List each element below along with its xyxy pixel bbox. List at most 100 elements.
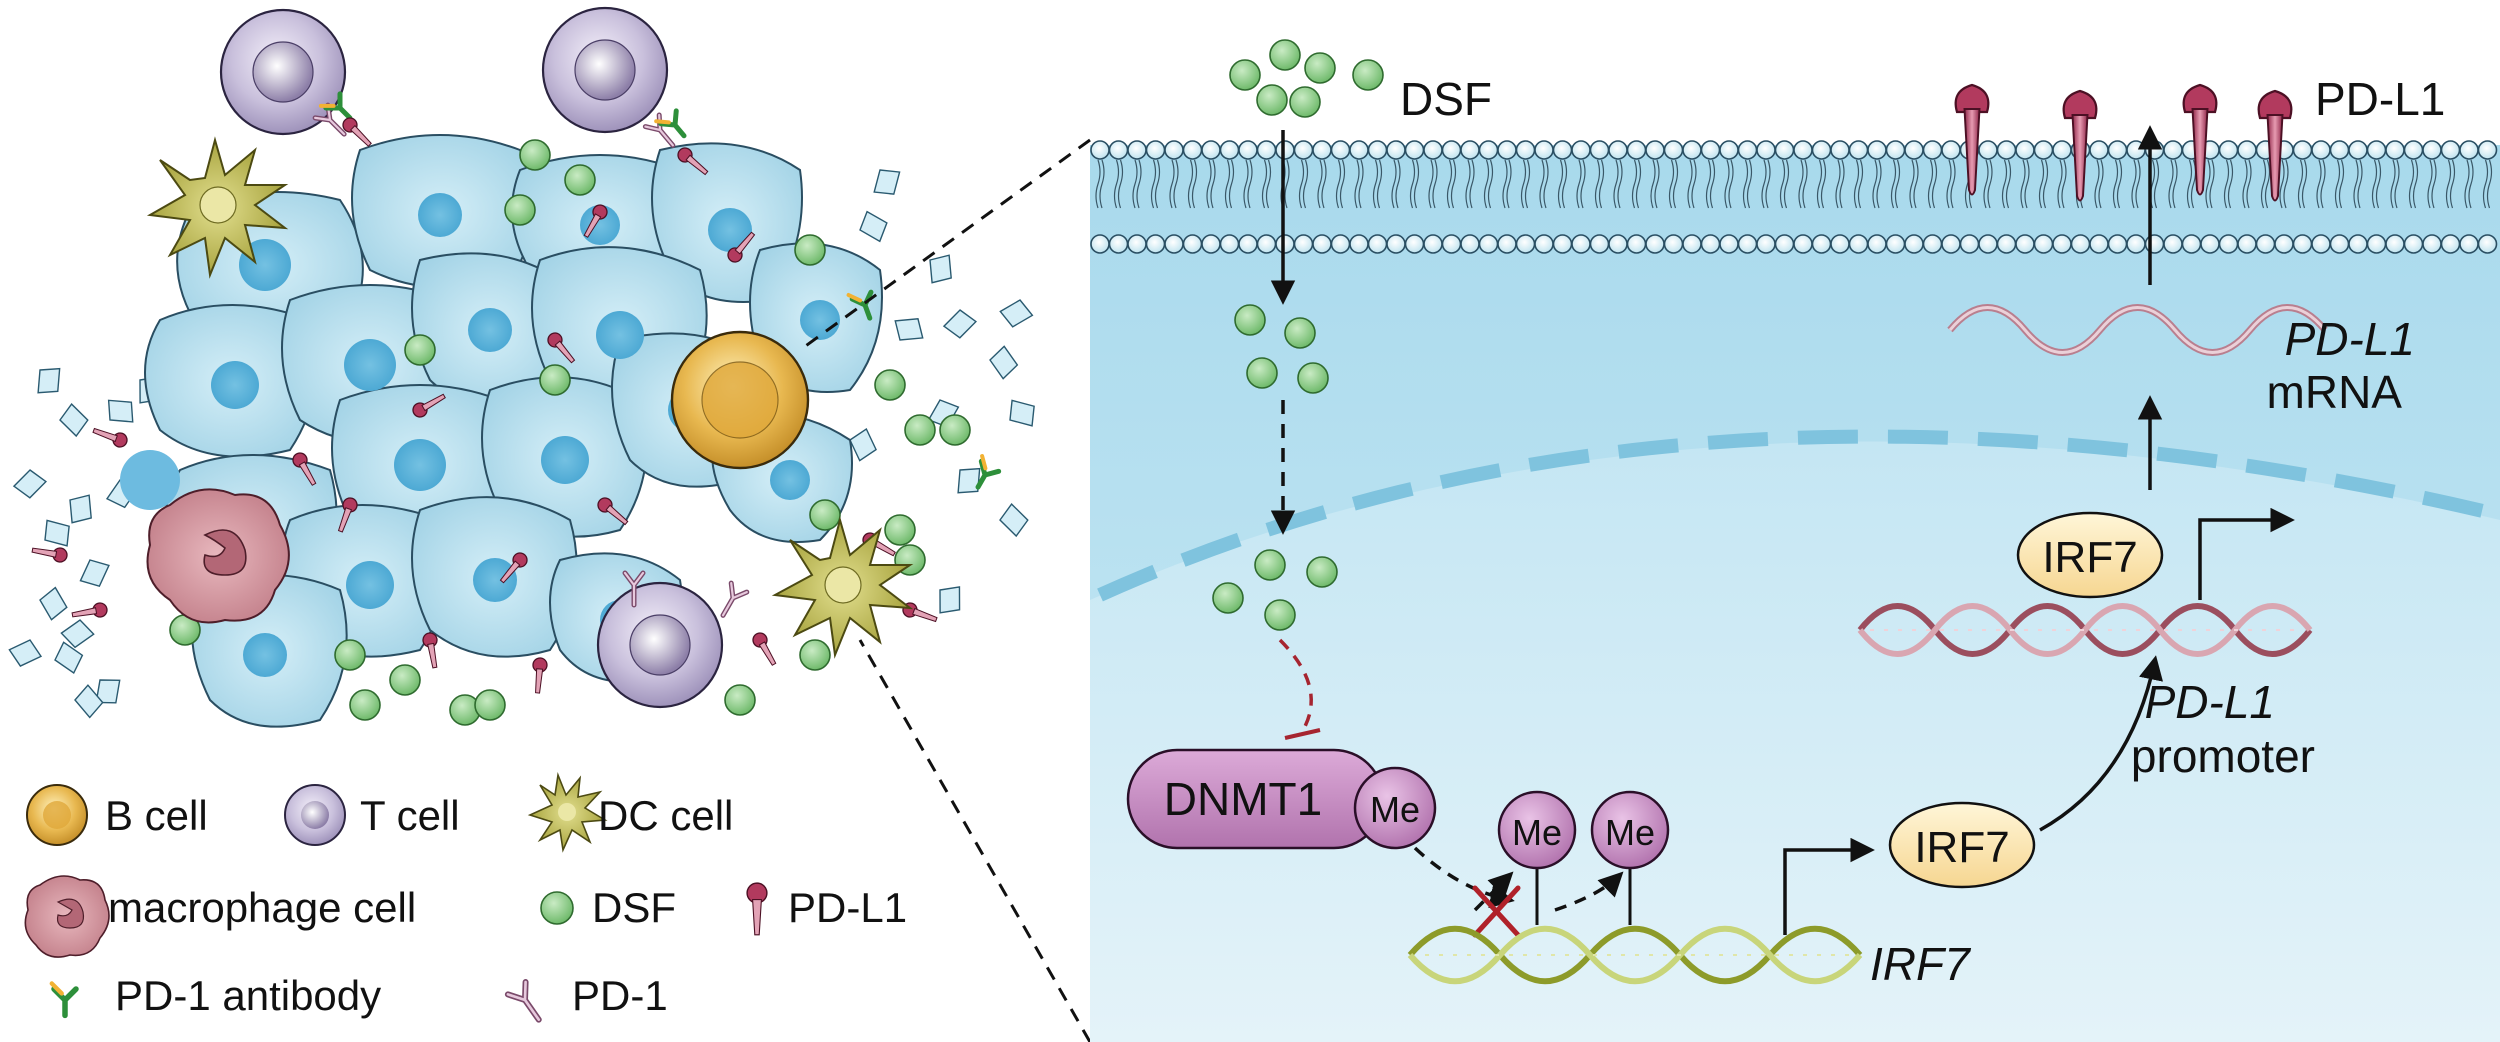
lipid-head-outer bbox=[1145, 140, 1166, 160]
lipid-tail bbox=[1187, 159, 1198, 209]
lipid-head-inner bbox=[2237, 234, 2257, 254]
lipid-head-inner bbox=[1552, 234, 1573, 254]
lipid-head-inner bbox=[2033, 234, 2054, 254]
dnmt1-complex: DNMT1 Me bbox=[1126, 748, 1437, 850]
lipid-head-outer bbox=[1626, 140, 1647, 160]
dsf-inhibition-bar bbox=[1284, 728, 1321, 740]
lipid-tail bbox=[2353, 159, 2363, 209]
lipid-tail bbox=[1594, 159, 1605, 209]
lipid-head-inner bbox=[2107, 234, 2128, 254]
lipid-head-inner bbox=[1978, 234, 1998, 254]
legend-pdl1-label: PD-L1 bbox=[788, 884, 907, 931]
lipid-head-outer bbox=[1219, 140, 1240, 160]
legend-b-cell: B cell bbox=[26, 784, 208, 846]
lipid-head-outer bbox=[1867, 140, 1887, 160]
mrna-label: PD-L1 mRNA bbox=[2267, 313, 2415, 418]
lipid-head-outer bbox=[1090, 140, 1110, 160]
irf7-protein-upper-label: IRF7 bbox=[2042, 533, 2137, 582]
lipid-tail bbox=[2464, 159, 2474, 209]
lipid-tail bbox=[1483, 159, 1494, 209]
lipid-head-outer bbox=[1608, 140, 1628, 160]
lipid-head-outer bbox=[1848, 140, 1869, 160]
lipid-head-inner bbox=[1959, 234, 1980, 254]
methylation-arrow-1 bbox=[1473, 871, 1514, 912]
lipid-tail bbox=[1927, 159, 1938, 209]
lipid-head-inner bbox=[2440, 234, 2461, 254]
lipid-head-outer bbox=[2311, 140, 2331, 160]
legend-pd1-antibody-label: PD-1 antibody bbox=[115, 972, 381, 1019]
lipid-head-inner bbox=[1423, 234, 1443, 254]
lipid-head-outer bbox=[1663, 140, 1684, 160]
lipid-head-inner bbox=[2274, 234, 2294, 254]
lipid-head-inner bbox=[2422, 234, 2442, 254]
lipid-head-outer bbox=[1830, 140, 1850, 160]
irf7-to-promoter-arrow bbox=[2039, 655, 2163, 832]
lipid-tail bbox=[2131, 159, 2141, 209]
lipid-head-outer bbox=[1885, 140, 1906, 160]
lipid-head-inner bbox=[1145, 234, 1166, 254]
lipid-head-outer bbox=[1478, 140, 1499, 160]
promoter-gene-label: PD-L1 bbox=[2145, 676, 2275, 728]
legend-pd1-label: PD-1 bbox=[572, 972, 668, 1019]
lipid-tail bbox=[2020, 159, 2030, 209]
lipid-tail bbox=[2223, 159, 2234, 209]
lipid-head-inner bbox=[1996, 234, 2017, 254]
lipid-head-inner bbox=[1330, 234, 1351, 254]
lipid-tail bbox=[1372, 159, 1383, 209]
lipid-head-inner bbox=[2181, 234, 2202, 254]
lipid-head-outer bbox=[2237, 140, 2257, 160]
lipid-head-inner bbox=[1515, 234, 1536, 254]
lipid-head-inner bbox=[1441, 234, 1462, 254]
irf7-gene-label: IRF7 bbox=[1870, 938, 1971, 990]
legend-pd1: PD-1 bbox=[508, 972, 668, 1026]
lipid-tail bbox=[1909, 159, 1919, 209]
lipid-head-outer bbox=[1589, 140, 1610, 160]
lipid-head-inner bbox=[2329, 234, 2350, 254]
lipid-head-outer bbox=[2459, 140, 2479, 160]
lipid-head-inner bbox=[1922, 234, 1943, 254]
lipid-head-outer bbox=[1275, 140, 1295, 160]
lipid-head-inner bbox=[1386, 234, 1406, 254]
lipid-tail bbox=[1206, 159, 1216, 209]
lipid-tail bbox=[1224, 159, 1235, 209]
lipid-head-outer bbox=[1256, 140, 1277, 160]
lipid-tail bbox=[1317, 159, 1327, 209]
lipid-head-inner bbox=[1793, 234, 1813, 254]
lipid-tail bbox=[1576, 159, 1586, 209]
lipid-tail bbox=[1113, 159, 1124, 209]
lipid-head-outer bbox=[2366, 140, 2387, 160]
lipid-head-outer bbox=[1330, 140, 1351, 160]
lipid-head-inner bbox=[2311, 234, 2331, 254]
macrophage bbox=[146, 488, 290, 624]
lipid-head-outer bbox=[1904, 140, 1924, 160]
dnmt1-me-circle bbox=[1353, 766, 1437, 850]
lipid-tail bbox=[1132, 159, 1142, 209]
lipid-head-outer bbox=[1515, 140, 1536, 160]
lipid-tail bbox=[1298, 159, 1309, 209]
lipid-head-inner bbox=[1404, 234, 1425, 254]
legend-dc-cell: DC cell bbox=[527, 771, 733, 853]
legend-t-cell: T cell bbox=[284, 784, 460, 846]
lipid-tail bbox=[1816, 159, 1827, 209]
lipid-tail bbox=[1650, 159, 1660, 209]
lipid-head-outer bbox=[2163, 140, 2183, 160]
t-cell-top-right bbox=[541, 6, 712, 180]
lipid-tail bbox=[1335, 159, 1346, 209]
lipid-head-outer bbox=[2126, 140, 2146, 160]
lipid-head-inner bbox=[1238, 234, 1258, 254]
legend-dc-cell-label: DC cell bbox=[598, 792, 733, 839]
lipid-tail bbox=[1613, 159, 1623, 209]
dc-cell-left bbox=[146, 136, 289, 279]
legend-macrophage: macrophage cell bbox=[24, 875, 416, 958]
lipid-head-inner bbox=[1811, 234, 1832, 254]
lipid-tail bbox=[1872, 159, 1882, 209]
lipid-head-inner bbox=[1904, 234, 1924, 254]
lipid-head-outer bbox=[2144, 140, 2165, 160]
lipid-head-inner bbox=[1663, 234, 1684, 254]
lipid-tail bbox=[2427, 159, 2437, 209]
lipid-head-inner bbox=[2385, 234, 2405, 254]
lipid-head-inner bbox=[2218, 234, 2239, 254]
lipid-head-outer bbox=[2477, 140, 2498, 160]
lipid-tail bbox=[1983, 159, 1993, 209]
